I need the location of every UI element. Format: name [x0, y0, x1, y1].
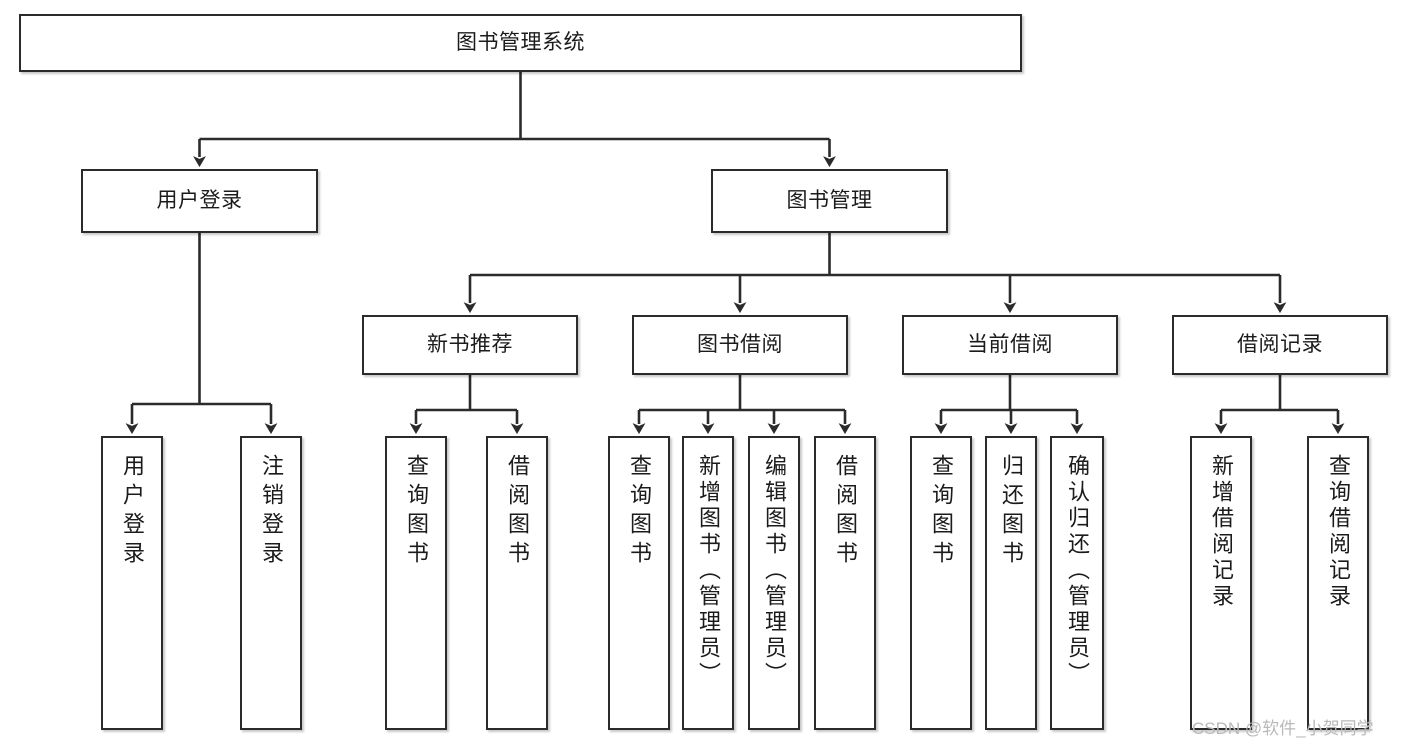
node-borrow-record[interactable]: 借阅记录	[1172, 315, 1388, 375]
node-leaf-query-book-new[interactable]: 查询图书	[385, 436, 447, 730]
node-book-borrow[interactable]: 图书借阅	[632, 315, 848, 375]
node-label: 新增图书（管理员）	[696, 454, 721, 688]
node-leaf-borrow-book[interactable]: 借阅图书	[814, 436, 876, 730]
node-label: 注销登录	[259, 454, 284, 570]
node-root-system[interactable]: 图书管理系统	[19, 14, 1022, 72]
node-label: 查询借阅记录	[1326, 454, 1351, 610]
node-user-login[interactable]: 用户登录	[81, 169, 318, 233]
node-label: 图书管理系统	[456, 30, 585, 54]
node-book-manage[interactable]: 图书管理	[711, 169, 948, 233]
node-leaf-borrow-book-new[interactable]: 借阅图书	[486, 436, 548, 730]
node-label: 借阅图书	[505, 454, 530, 570]
node-label: 用户登录	[156, 188, 243, 212]
node-label: 编辑图书（管理员）	[762, 454, 787, 688]
node-label: 图书管理	[786, 188, 873, 212]
node-label: 查询图书	[929, 454, 954, 570]
node-leaf-user-login[interactable]: 用户登录	[101, 436, 163, 730]
node-label: 查询图书	[404, 454, 429, 570]
node-label: 查询图书	[627, 454, 652, 570]
node-leaf-confirm-return[interactable]: 确认归还（管理员）	[1050, 436, 1104, 730]
node-label: 确认归还（管理员）	[1065, 454, 1090, 688]
node-leaf-add-book[interactable]: 新增图书（管理员）	[682, 436, 734, 730]
node-label: 新增借阅记录	[1209, 454, 1234, 610]
node-label: 当前借阅	[967, 332, 1053, 356]
node-leaf-return-book[interactable]: 归还图书	[985, 436, 1037, 730]
csdn-watermark: CSDN @软件_小贺同学	[1192, 719, 1374, 738]
node-label: 借阅图书	[833, 454, 858, 570]
node-new-book-recommend[interactable]: 新书推荐	[362, 315, 578, 375]
node-label: 图书借阅	[697, 332, 783, 356]
node-leaf-edit-book[interactable]: 编辑图书（管理员）	[748, 436, 800, 730]
node-label: 借阅记录	[1237, 332, 1323, 356]
node-leaf-query-book-cur[interactable]: 查询图书	[910, 436, 972, 730]
node-leaf-query-record[interactable]: 查询借阅记录	[1307, 436, 1369, 730]
node-leaf-query-book-borrow[interactable]: 查询图书	[608, 436, 670, 730]
node-label: 归还图书	[999, 454, 1024, 570]
node-label: 用户登录	[120, 454, 145, 570]
node-current-borrow[interactable]: 当前借阅	[902, 315, 1118, 375]
node-label: 新书推荐	[427, 332, 513, 356]
node-leaf-add-record[interactable]: 新增借阅记录	[1190, 436, 1252, 730]
node-leaf-user-logout[interactable]: 注销登录	[240, 436, 302, 730]
